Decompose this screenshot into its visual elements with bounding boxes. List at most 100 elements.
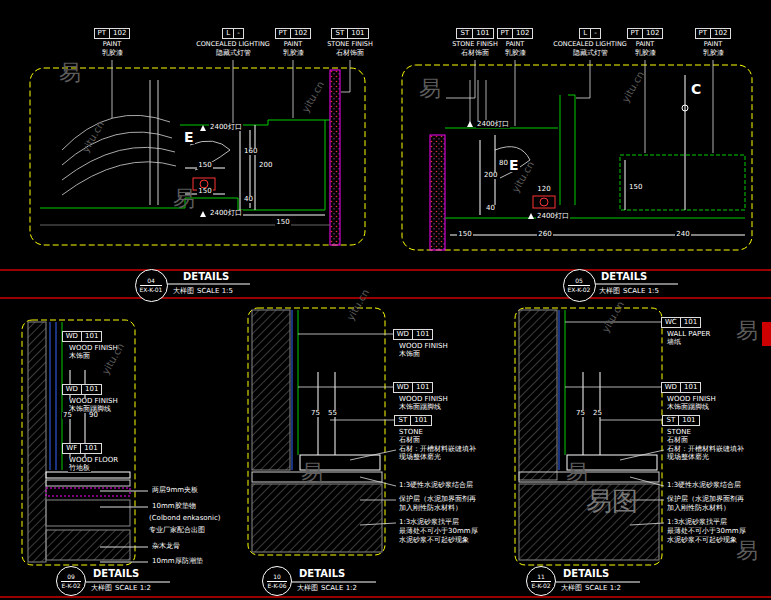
annotation-text: 大样图 — [172, 288, 195, 295]
tag-text: E-K-02 — [61, 581, 80, 590]
annotation-text: 大样图 — [296, 585, 319, 592]
annotation-text: 加入刚性防水材料） — [666, 505, 731, 512]
annotation-text: 1:3水泥砂浆找平层 — [666, 519, 728, 526]
watermark: 易 — [300, 462, 324, 484]
annotation-text: SCALE 1:2 — [114, 585, 152, 592]
tag-text: 102 — [642, 29, 662, 38]
tag-text: 09 — [67, 573, 75, 581]
tag-text: ST — [332, 29, 347, 38]
annotation-text: DETAILS — [182, 272, 230, 282]
tag-text: 101 — [412, 330, 432, 339]
annotation-text: 2400灯口 — [536, 213, 570, 220]
tag-text: - — [233, 29, 243, 38]
material-tag: WD101 — [62, 331, 103, 342]
tag-text: 101 — [412, 383, 432, 392]
watermark: 易 — [418, 78, 442, 100]
watermark: 易 — [58, 62, 82, 84]
annotation-text: 大样图 — [598, 288, 621, 295]
annotation-text: 石材：开槽材料嵌缝填补 — [398, 446, 477, 453]
annotation-text: 现场整体磨光 — [398, 454, 442, 461]
material-tag: WD101 — [393, 382, 434, 393]
annotation-text: 25 — [592, 410, 603, 417]
watermark: yitu.cn — [345, 287, 372, 323]
annotation-text: WOOD FINISH — [666, 396, 717, 403]
annotation-text: 墙纸 — [666, 339, 682, 346]
annotation-text: C — [690, 82, 702, 96]
tag-text: 102 — [109, 29, 129, 38]
annotation-text: 最薄处不可小于30mm厚 — [398, 528, 479, 535]
tag-text: 101 — [81, 385, 101, 394]
annotation-text: WOOD FINISH — [398, 343, 449, 350]
tag-text: E-K-02 — [531, 581, 550, 590]
annotation-text: 木饰面 — [398, 351, 421, 358]
tag-text: PT — [696, 29, 711, 38]
annotation-text: 乳胶漆 — [702, 50, 725, 57]
annotation-text: 75 — [575, 410, 586, 417]
watermark: yitu.cn — [600, 299, 627, 335]
annotation-text: CONCEALED LIGHTING — [195, 41, 271, 48]
tag-text: WD — [394, 383, 412, 392]
annotation-text: 2400灯口 — [209, 124, 243, 131]
annotation-text: (Colbond enkasonic) — [148, 515, 222, 522]
annotation-text: 1:3硬性水泥砂浆结合层 — [398, 482, 474, 489]
annotation-text: 55 — [327, 410, 338, 417]
watermark: 易 — [565, 462, 589, 484]
annotation-text: 木饰面踢脚线 — [666, 404, 710, 411]
annotation-text: 75 — [62, 412, 73, 419]
material-tag: PT102 — [94, 28, 131, 39]
annotation-text: 石材面 — [666, 437, 689, 444]
annotation-text: 木饰面踢脚线 — [398, 404, 442, 411]
material-tag: WC101 — [661, 317, 701, 328]
watermark: yitu.cn — [620, 69, 647, 105]
annotation-text: 专业厂家配合出图 — [148, 527, 206, 534]
annotation-text: 石材饰面 — [335, 50, 365, 57]
annotation-text: E — [183, 130, 195, 144]
detail-callout-circle: 05EX-K-02 — [563, 269, 596, 302]
annotation-text: 竹地板 — [68, 465, 91, 472]
annotation-text: 现场整体磨光 — [666, 454, 710, 461]
annotation-text: 乳胶漆 — [101, 50, 124, 57]
annotation-text: DETAILS — [92, 569, 140, 579]
annotation-text: 260 — [537, 231, 552, 238]
annotation-text: DETAILS — [562, 569, 610, 579]
annotation-text: 水泥砂浆不可起砂现象 — [398, 537, 470, 544]
annotation-text: 40 — [485, 205, 496, 212]
annotation-text: 石材：开槽材料嵌缝填补 — [666, 446, 745, 453]
annotation-text: 2400灯口 — [476, 121, 510, 128]
material-tag: L- — [222, 28, 243, 39]
annotation-text: 240 — [675, 231, 690, 238]
tag-text: WD — [394, 330, 412, 339]
tag-text: L — [223, 29, 233, 38]
tag-text: ST — [395, 416, 410, 425]
tag-text: 10 — [273, 573, 281, 581]
tag-text: ST — [457, 29, 472, 38]
annotation-text: CONCEALED LIGHTING — [552, 41, 628, 48]
annotation-text: 10mm胶垫物 — [151, 503, 197, 510]
annotation-text: 200 — [258, 162, 273, 169]
annotation-text: 乳胶漆 — [504, 50, 527, 57]
detail-callout-circle: 11E-K-02 — [526, 566, 556, 596]
annotation-text: 最薄处不可小于30mm厚 — [666, 528, 747, 535]
watermark: 易 — [172, 188, 196, 210]
annotation-text: 40 — [243, 196, 254, 203]
tag-text: 11 — [537, 573, 545, 581]
annotation-text: 乳胶漆 — [282, 50, 305, 57]
tag-text: WD — [63, 332, 81, 341]
tag-text: 101 — [80, 444, 100, 453]
material-tag: PT102 — [695, 28, 732, 39]
material-tag: PT102 — [627, 28, 664, 39]
watermark: yitu.cn — [300, 79, 327, 115]
tag-text: 101 — [347, 29, 367, 38]
tag-text: EX-K-01 — [140, 285, 163, 294]
detail-callout-circle: 04EX-K-01 — [135, 269, 168, 302]
annotation-text: PAINT — [283, 41, 304, 48]
tag-text: 101 — [472, 29, 492, 38]
annotation-text: 10mm厚防潮垫 — [151, 558, 204, 565]
tag-text: WF — [63, 444, 80, 453]
annotation-text: DETAILS — [600, 272, 648, 282]
annotation-text: 杂木龙骨 — [151, 543, 181, 550]
tag-text: 101 — [81, 332, 101, 341]
annotation-text: STONE FINISH — [326, 41, 374, 48]
tag-text: 101 — [678, 416, 698, 425]
annotation-text: 150 — [197, 188, 212, 195]
